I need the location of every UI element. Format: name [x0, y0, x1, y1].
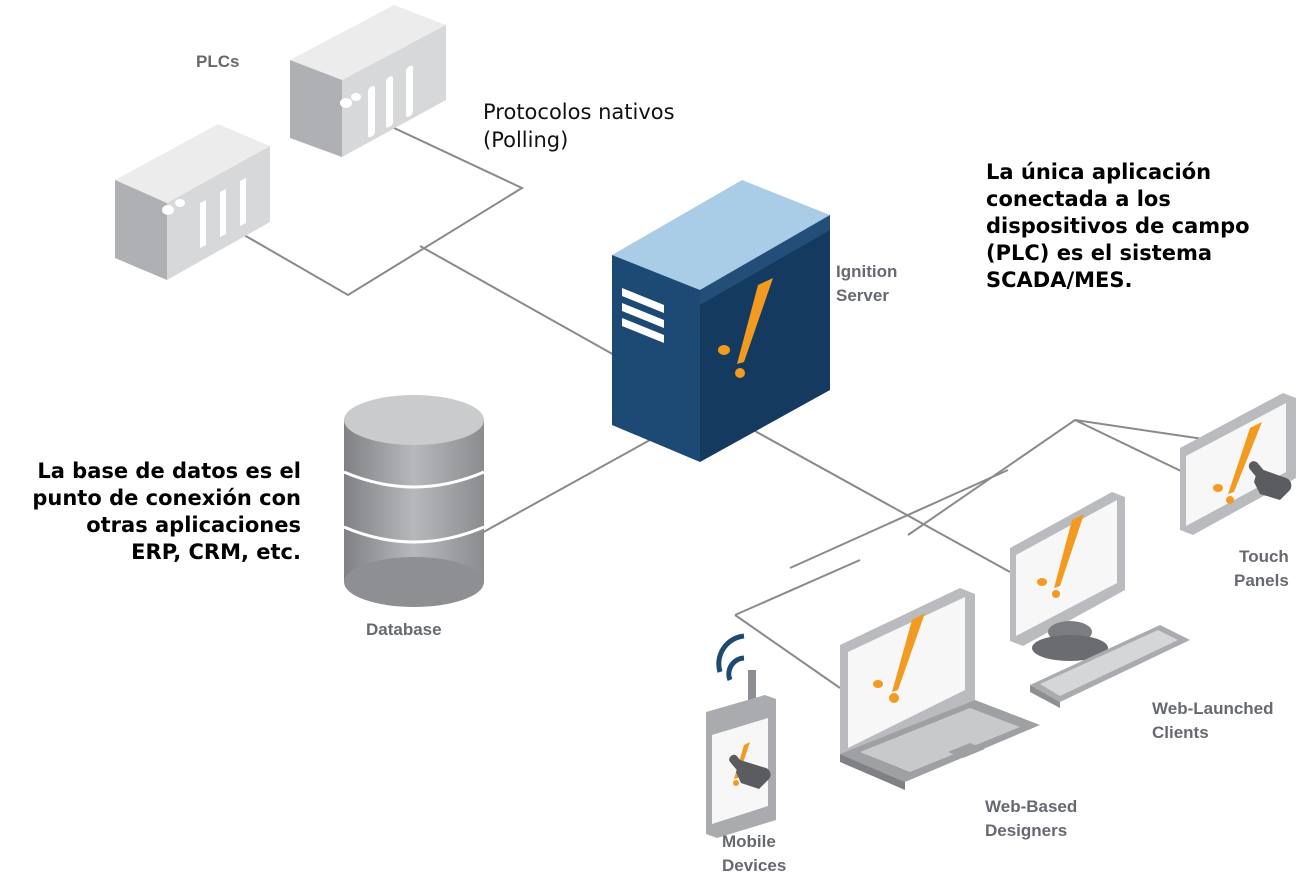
mobile-devices-label: Mobile Devices [722, 830, 786, 878]
database-label: Database [366, 620, 442, 639]
scada-note-line-2: conectada a los [986, 187, 1171, 211]
plcs-label: PLCs [196, 52, 240, 71]
ignition-server-label: Ignition Server [836, 260, 897, 308]
scada-note-line-4: (PLC) es el sistema [986, 241, 1213, 265]
plc-back [290, 5, 446, 157]
mobile-device [706, 633, 776, 838]
protocols-label: Protocolos nativos (Polling) [483, 98, 675, 154]
protocols-line-1: Protocolos nativos [483, 100, 675, 124]
web-based-line-2: Designers [985, 821, 1068, 840]
database-note-line-2: punto de conexión con [32, 486, 301, 510]
database-icon [343, 395, 485, 607]
web-based-line-1: Web-Based [985, 797, 1078, 816]
web-based-designer-device [840, 588, 1040, 790]
web-launched-line-2: Clients [1152, 723, 1209, 742]
touch-panel-device [1180, 393, 1296, 535]
touch-label-line-2: Panels [1234, 571, 1289, 590]
database-note-line-4: ERP, CRM, etc. [131, 540, 301, 564]
plc-front [115, 124, 270, 280]
scada-note-line-5: SCADA/MES. [986, 268, 1133, 292]
ignition-server [612, 180, 830, 462]
scada-note-line-3: dispositivos de campo [986, 214, 1250, 238]
database-note-line-1: La base de datos es el [37, 459, 301, 483]
server-label-line-1: Ignition [836, 262, 898, 281]
scada-note: La única aplicación conectada a los disp… [986, 159, 1250, 294]
database-note: La base de datos es el punto de conexión… [32, 458, 301, 566]
server-label-line-2: Server [836, 286, 889, 305]
web-launched-line-1: Web-Launched [1152, 699, 1274, 718]
connection-lines [231, 111, 1211, 689]
scada-note-line-1: La única aplicación [986, 160, 1212, 184]
touch-label-line-1: Touch [1239, 547, 1289, 566]
mobile-line-1: Mobile [722, 832, 776, 851]
web-launched-client-device [1010, 492, 1190, 708]
web-launched-clients-label: Web-Launched Clients [1152, 697, 1274, 745]
web-based-designers-label: Web-Based Designers [985, 795, 1077, 843]
mobile-line-2: Devices [722, 856, 787, 875]
protocols-line-2: (Polling) [483, 128, 569, 152]
touch-panels-label: Touch Panels [1234, 545, 1289, 593]
database-note-line-3: otras aplicaciones [86, 513, 301, 537]
